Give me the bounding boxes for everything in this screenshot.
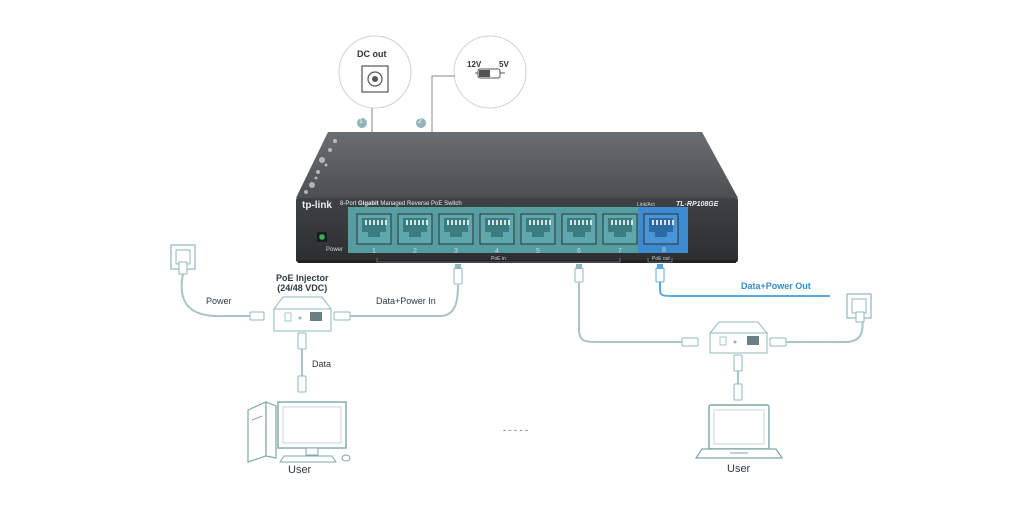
wall-outlet-right-icon [846, 293, 872, 323]
marker-1-icon [357, 118, 367, 128]
poe-injector-right [708, 321, 769, 354]
rj45-port-8 [643, 213, 679, 245]
port-number-4: 4 [495, 248, 499, 255]
port-number-2: 2 [413, 248, 417, 255]
voltage-5v-label: 5V [499, 60, 509, 69]
laptop-icon [694, 404, 784, 459]
marker-2-icon [416, 118, 426, 128]
switch-texture [304, 139, 337, 194]
rj45-port-7 [602, 213, 638, 245]
data-power-out-cable [659, 282, 830, 297]
desktop-computer-icon [247, 401, 351, 463]
power-led-label: Power [326, 247, 344, 253]
port-number-6: 6 [577, 248, 581, 255]
marker-2-label: 2 [418, 118, 422, 125]
port-group [356, 213, 679, 245]
rj45-port-5 [520, 213, 556, 245]
link-act-label: Link/Act [637, 202, 655, 208]
poe-out-label: PoE out [652, 256, 670, 262]
poe-injector-left [273, 296, 332, 332]
rj45-port-4 [479, 213, 515, 245]
brand-logo: tp-link [302, 200, 332, 211]
voltage-callout [416, 35, 527, 132]
marker-1-label: 1 [359, 118, 363, 125]
user-label-left: User [288, 464, 312, 476]
rj45-port-6 [561, 213, 597, 245]
power-led-icon [319, 234, 325, 240]
power-label: Power [206, 296, 232, 306]
voltage-12v-label: 12V [467, 60, 482, 69]
data-power-in-cable [350, 284, 459, 317]
data-label: Data [312, 359, 332, 369]
user-label-right: User [727, 463, 751, 475]
dc-out-label: DC out [357, 49, 387, 59]
rj45-port-2 [397, 213, 433, 245]
data-power-in-label: Data+Power In [376, 296, 436, 306]
port-number-3: 3 [454, 248, 458, 255]
port-number-1: 1 [372, 248, 376, 255]
port-number-5: 5 [536, 248, 540, 255]
rj45-port-3 [438, 213, 474, 245]
data-power-out-label: Data+Power Out [741, 281, 811, 291]
wall-outlet-left-icon [170, 244, 196, 275]
port-number-7: 7 [618, 248, 622, 255]
dc-out-callout [338, 35, 412, 132]
power-cable-left [180, 273, 250, 318]
port-number-8: 8 [662, 247, 666, 254]
rj45-port-1 [356, 213, 392, 245]
switch-description: 8-Port Gigabit Managed Reverse PoE Switc… [340, 201, 462, 207]
model-label: TL-RP108GE [676, 201, 719, 208]
poe-in-label: PoE in [491, 256, 506, 262]
poe-injector-title: PoE Injector (24/48 VDC) [276, 273, 329, 293]
ellipsis: - - - - - [503, 425, 528, 435]
switch-top [296, 132, 738, 198]
